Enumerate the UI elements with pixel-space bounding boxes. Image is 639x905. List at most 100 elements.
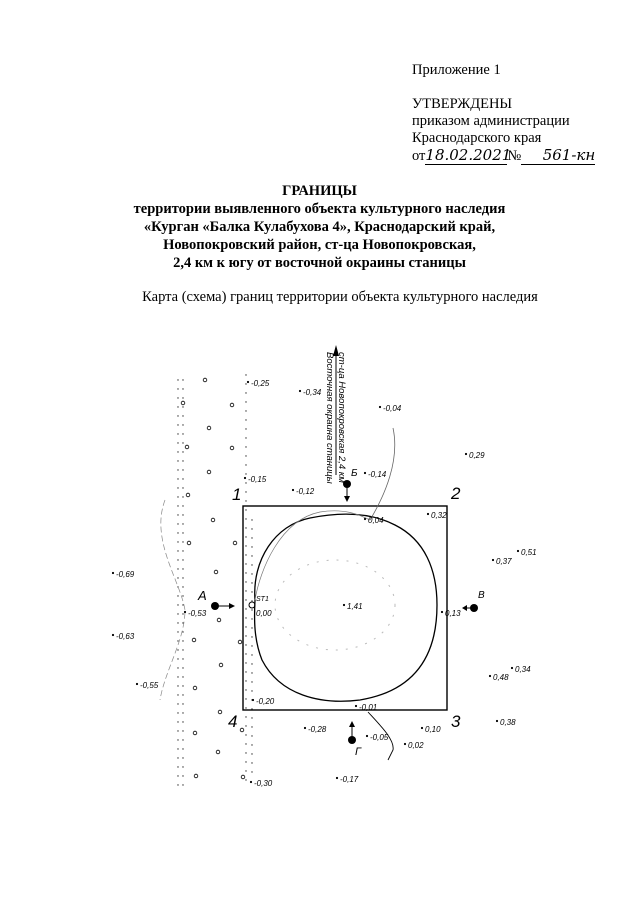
- elevation-point: [243, 476, 247, 480]
- survey-dot: [182, 433, 184, 435]
- survey-dot: [245, 455, 247, 457]
- inner-contour: [274, 559, 396, 651]
- survey-dot: [182, 631, 184, 633]
- survey-dot: [177, 721, 179, 723]
- survey-dot: [177, 415, 179, 417]
- survey-circles: [180, 377, 246, 780]
- elevation-label: -0,20: [256, 697, 275, 706]
- elevation-label: 0,32: [431, 511, 447, 520]
- contour-line-south: [367, 711, 394, 761]
- survey-dot: [182, 379, 184, 381]
- survey-dot: [177, 766, 179, 768]
- survey-dot: [182, 676, 184, 678]
- survey-dot: [182, 478, 184, 480]
- survey-circle: [191, 637, 197, 643]
- elevation-point: [342, 603, 346, 607]
- survey-dot: [177, 577, 179, 579]
- survey-dot: [245, 689, 247, 691]
- survey-dot: [245, 473, 247, 475]
- handwritten-date: 18.02.2021: [425, 146, 512, 165]
- survey-dot: [251, 663, 253, 665]
- elevation-point: [464, 452, 468, 456]
- survey-dot: [177, 676, 179, 678]
- survey-dot: [245, 635, 247, 637]
- survey-circle: [215, 749, 221, 755]
- elevation-label: -0,25: [251, 379, 270, 388]
- survey-dot: [182, 505, 184, 507]
- station-marker-icon: [248, 601, 256, 609]
- survey-dot: [182, 532, 184, 534]
- survey-dot: [245, 617, 247, 619]
- survey-dot: [177, 604, 179, 606]
- elevation-label: -0,69: [116, 570, 135, 579]
- survey-dot: [245, 536, 247, 538]
- survey-dot: [245, 779, 247, 781]
- title-line-2: «Курган «Балка Кулабухова 4», Краснодарс…: [143, 219, 496, 235]
- elevation-label: 0,38: [500, 718, 516, 727]
- survey-dot: [182, 541, 184, 543]
- region-label: Краснодарского края: [412, 130, 542, 146]
- survey-dot: [245, 419, 247, 421]
- contour-line-north: [369, 427, 396, 521]
- elevation-point: [403, 742, 407, 746]
- survey-dot: [245, 572, 247, 574]
- survey-dot: [245, 464, 247, 466]
- elevation-point: [335, 776, 339, 780]
- elevation-point: [420, 726, 424, 730]
- elevation-point: [440, 610, 444, 614]
- survey-dot: [251, 555, 253, 557]
- survey-dot: [251, 627, 253, 629]
- svg-text:Б: Б: [351, 468, 358, 479]
- survey-dot: [245, 392, 247, 394]
- survey-dot: [182, 784, 184, 786]
- from-prefix: от: [412, 148, 426, 164]
- elevation-point: [249, 780, 253, 784]
- survey-dot: [245, 563, 247, 565]
- survey-dot: [245, 545, 247, 547]
- survey-dot: [245, 491, 247, 493]
- map-subtitle: Карта (схема) границ территории объекта …: [142, 289, 538, 305]
- elevation-point: [111, 571, 115, 575]
- survey-dot: [177, 739, 179, 741]
- survey-dot: [245, 383, 247, 385]
- elevation-label: -0,30: [254, 779, 273, 788]
- elevation-point: [378, 405, 382, 409]
- contour-line-west: [159, 499, 186, 701]
- title-line-1: территории выявленного объекта культурно…: [133, 201, 506, 217]
- elevation-point: [135, 682, 139, 686]
- survey-dot: [182, 658, 184, 660]
- survey-dot: [245, 410, 247, 412]
- survey-dot: [251, 654, 253, 656]
- survey-dot: [177, 442, 179, 444]
- survey-dot: [245, 662, 247, 664]
- survey-dot: [251, 726, 253, 728]
- survey-dot: [245, 626, 247, 628]
- survey-dot: [251, 519, 253, 521]
- section-marker-g: Г: [348, 721, 362, 758]
- survey-dot: [177, 640, 179, 642]
- survey-dot: [182, 442, 184, 444]
- survey-circle: [185, 492, 191, 498]
- survey-circle: [192, 730, 198, 736]
- survey-dot: [251, 564, 253, 566]
- elevation-point: [111, 633, 115, 637]
- survey-dot: [177, 388, 179, 390]
- survey-dot: [245, 527, 247, 529]
- svg-text:Г: Г: [355, 746, 362, 758]
- survey-dot: [245, 752, 247, 754]
- corner-3-label: 3: [451, 712, 461, 731]
- survey-dot: [245, 608, 247, 610]
- survey-dot: [251, 618, 253, 620]
- survey-circle: [216, 617, 222, 623]
- survey-circle: [202, 377, 208, 383]
- survey-dot: [251, 771, 253, 773]
- survey-dot: [182, 775, 184, 777]
- survey-dot: [182, 748, 184, 750]
- direction-arrowhead-icon: [333, 345, 339, 356]
- survey-dot: [177, 523, 179, 525]
- survey-dot: [251, 591, 253, 593]
- survey-circle: [186, 540, 192, 546]
- elevation-point: [298, 389, 302, 393]
- survey-dot: [245, 680, 247, 682]
